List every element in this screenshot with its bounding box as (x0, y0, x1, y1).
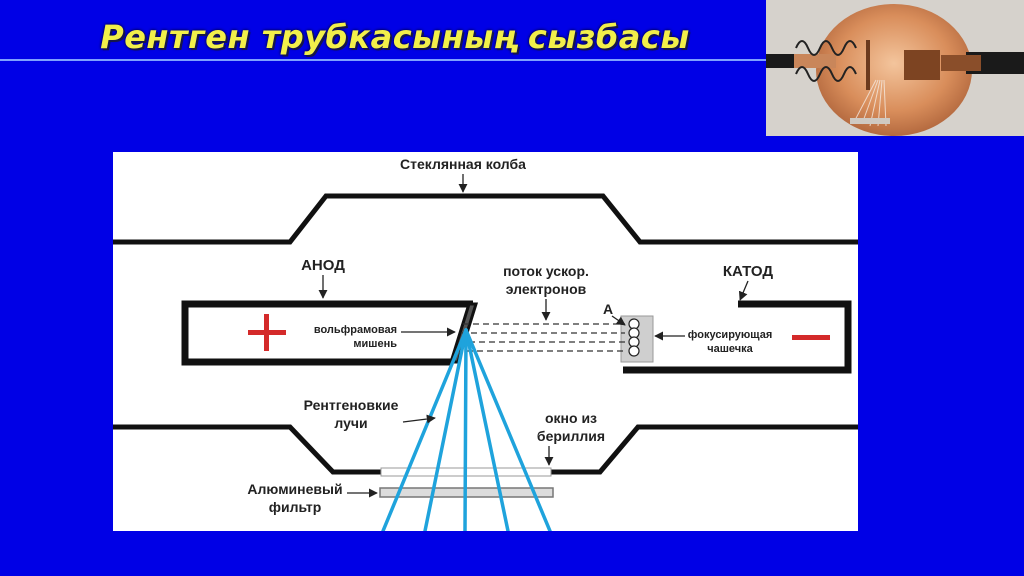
window-label-2: бериллия (537, 428, 605, 444)
electron-flow-label-2: электронов (506, 281, 587, 297)
minus-sign-icon (792, 335, 830, 340)
title-divider (0, 59, 766, 61)
glass-label: Стеклянная колба (400, 156, 526, 172)
slide-title: Рентген трубкасының сызбасы (100, 18, 690, 56)
glass-bulb-top (113, 193, 858, 245)
electron-stream (457, 323, 625, 352)
target-label-2: мишень (353, 338, 397, 350)
cathode-body (623, 300, 852, 374)
plus-sign-icon (248, 314, 286, 351)
point-a-label: A (603, 301, 613, 317)
xray-beams (381, 328, 552, 531)
anode-body (181, 300, 473, 366)
focusing-cup-label-2: чашечка (707, 343, 753, 355)
electron-flow-label-1: поток ускор. (503, 263, 589, 279)
xray-label-1: Рентгеновкие (304, 397, 399, 413)
xray-label-2: лучи (334, 415, 367, 431)
target-label-1: вольфрамовая (314, 324, 397, 336)
cathode-filament (628, 318, 640, 357)
xray-tube-diagram: Стеклянная колба АНОД КАТОД поток ускор.… (113, 152, 858, 531)
filter-label-1: Алюминевый (247, 481, 342, 497)
window-label-1: окно из (545, 410, 597, 426)
focusing-cup-label-1: фокусирующая (688, 329, 772, 341)
filter-label-2: фильтр (269, 499, 322, 515)
xray-tube-photo (766, 0, 1024, 136)
glass-bulb-bottom (113, 424, 858, 475)
cathode-label: КАТОД (723, 263, 773, 280)
anode-label: АНОД (301, 257, 345, 274)
